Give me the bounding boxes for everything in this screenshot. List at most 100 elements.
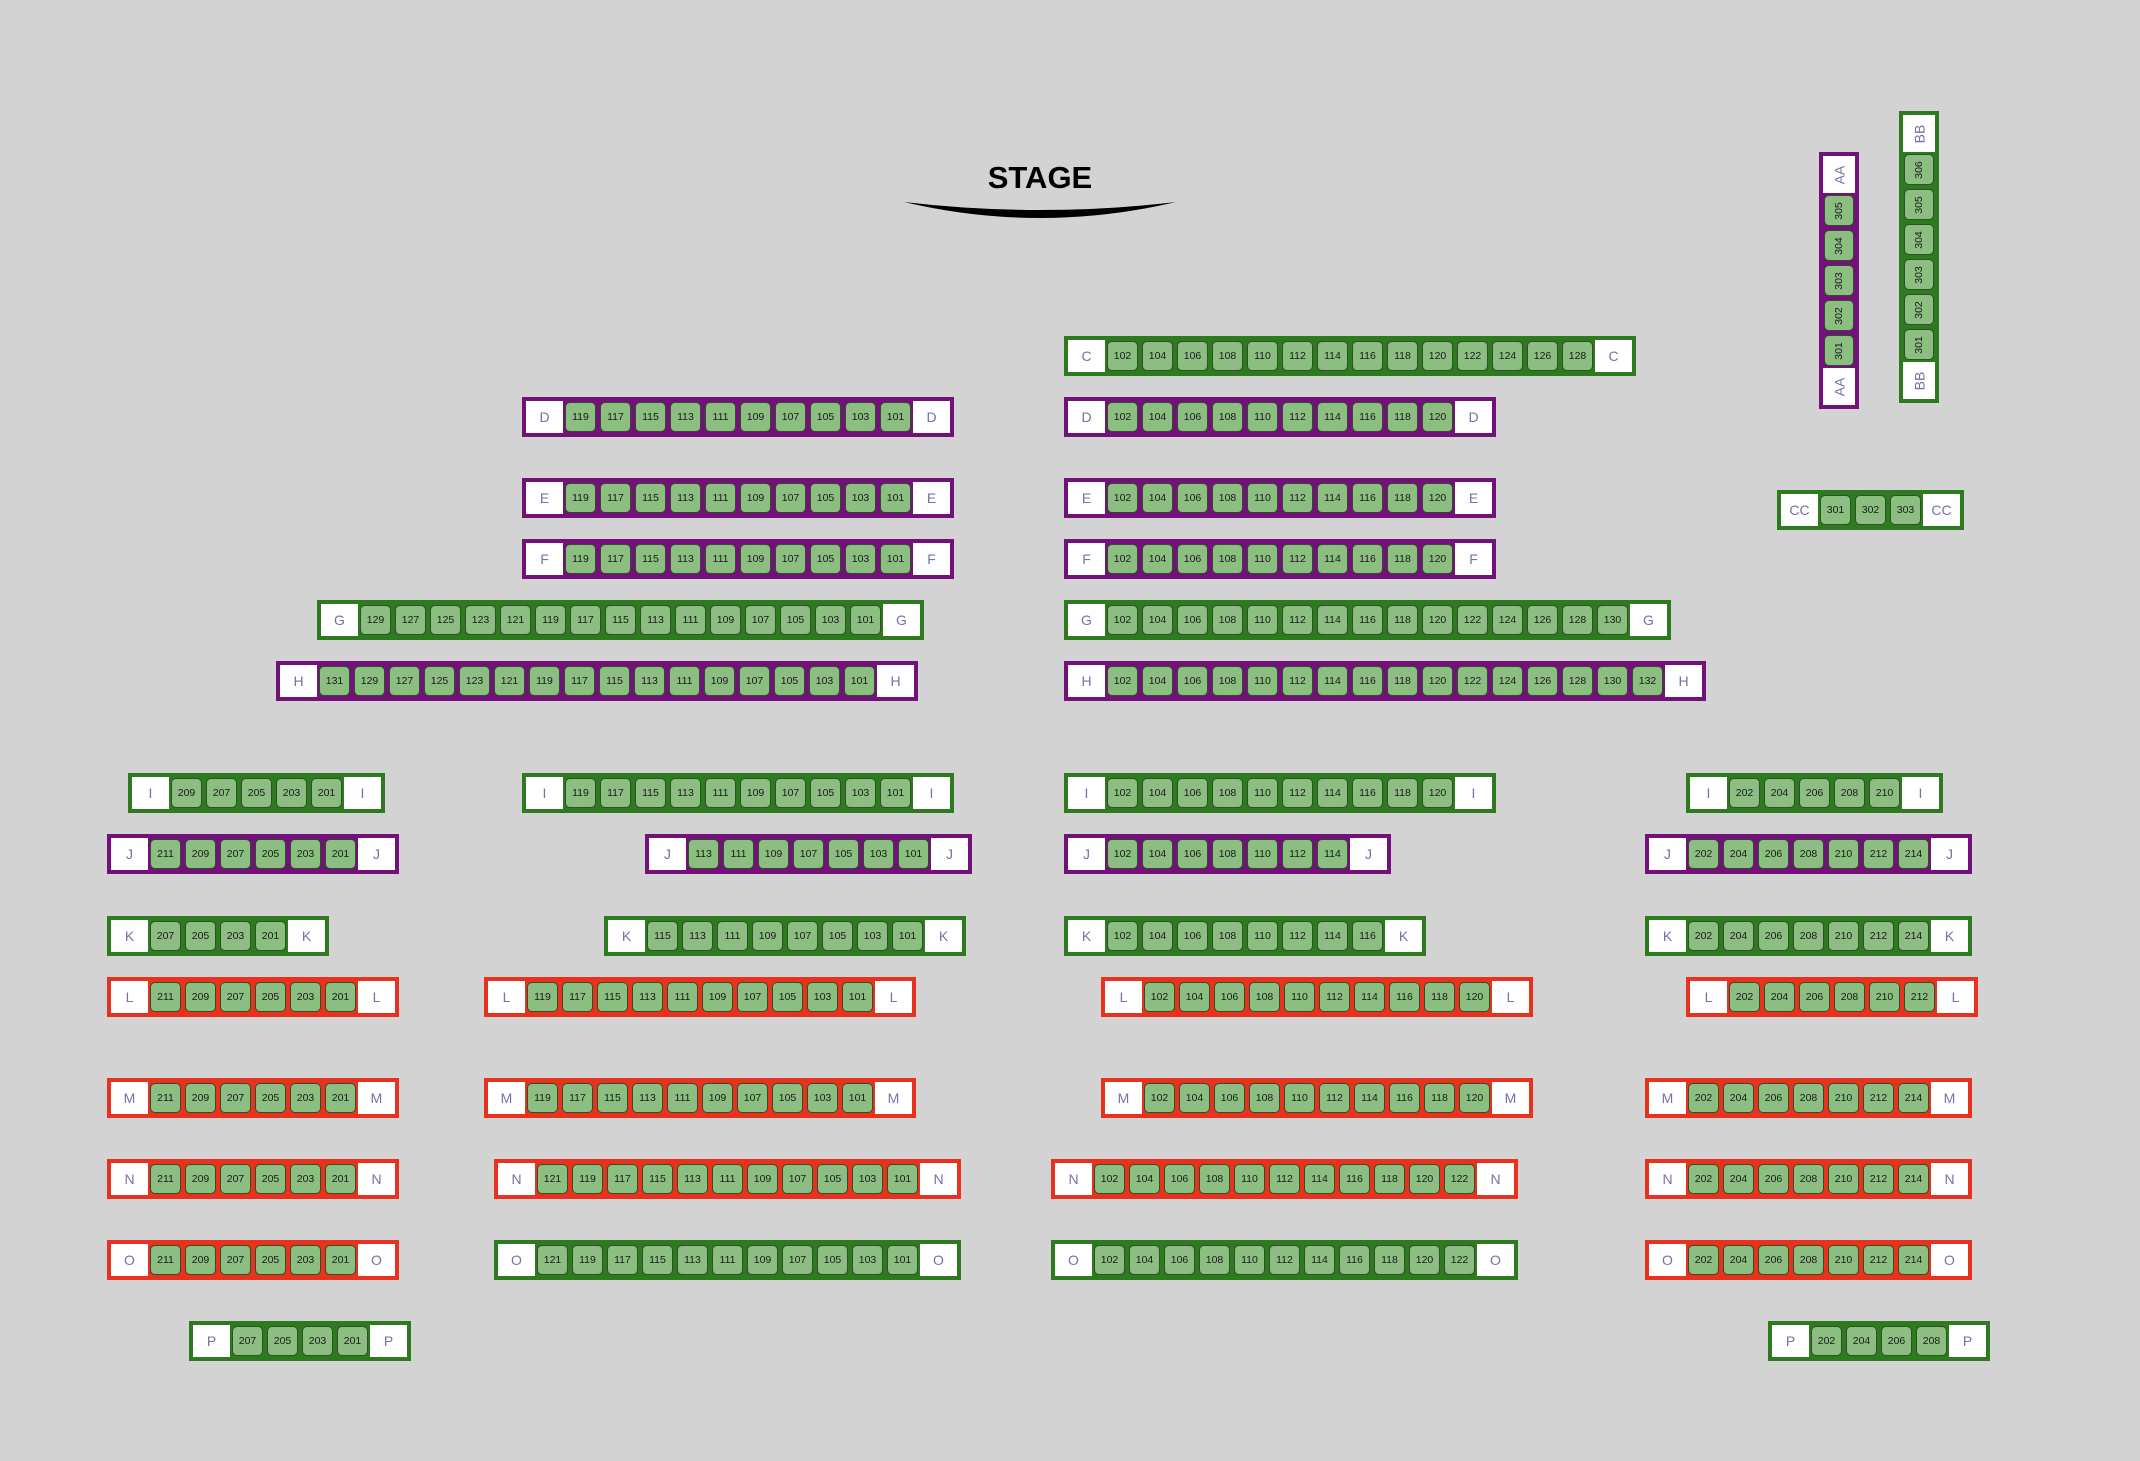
seat[interactable]: 117	[600, 483, 631, 513]
seat[interactable]: 119	[527, 982, 558, 1012]
seat[interactable]: 102	[1107, 341, 1138, 371]
seat[interactable]: 116	[1352, 921, 1383, 951]
seat[interactable]: 128	[1562, 605, 1593, 635]
seat[interactable]: 116	[1339, 1164, 1370, 1194]
seat[interactable]: 115	[605, 605, 636, 635]
seat[interactable]: 107	[793, 839, 824, 869]
seat[interactable]: 209	[185, 982, 216, 1012]
seat[interactable]: 120	[1422, 605, 1453, 635]
row-label[interactable]: J	[1350, 838, 1387, 870]
seat[interactable]: 113	[682, 921, 713, 951]
seat[interactable]: 209	[185, 1245, 216, 1275]
seat[interactable]: 120	[1422, 544, 1453, 574]
seat[interactable]: 120	[1459, 982, 1490, 1012]
seat[interactable]: 206	[1799, 778, 1830, 808]
seat[interactable]: 111	[705, 778, 736, 808]
row-label[interactable]: J	[358, 838, 395, 870]
seat[interactable]: 207	[220, 1164, 251, 1194]
seat[interactable]: 106	[1214, 982, 1245, 1012]
row-label[interactable]: I	[913, 777, 950, 809]
seat[interactable]: 113	[670, 402, 701, 432]
seat[interactable]: 204	[1846, 1326, 1877, 1356]
seat[interactable]: 119	[565, 778, 596, 808]
seat[interactable]: 302	[1855, 495, 1886, 525]
seat[interactable]: 119	[527, 1083, 558, 1113]
row-label[interactable]: E	[913, 482, 950, 514]
seat[interactable]: 208	[1793, 839, 1824, 869]
seat[interactable]: 207	[206, 778, 237, 808]
seat[interactable]: 206	[1758, 1245, 1789, 1275]
row-label[interactable]: O	[1649, 1244, 1686, 1276]
seat[interactable]: 113	[688, 839, 719, 869]
seat[interactable]: 112	[1282, 666, 1313, 696]
seat[interactable]: 112	[1282, 605, 1313, 635]
seat[interactable]: 117	[562, 1083, 593, 1113]
seat[interactable]: 212	[1863, 1245, 1894, 1275]
seat[interactable]: 205	[267, 1326, 298, 1356]
seat[interactable]: 120	[1422, 341, 1453, 371]
seat[interactable]: 201	[325, 1083, 356, 1113]
seat[interactable]: 110	[1247, 544, 1278, 574]
seat[interactable]: 211	[150, 982, 181, 1012]
seat[interactable]: 114	[1317, 666, 1348, 696]
seat[interactable]: 214	[1898, 839, 1929, 869]
seat[interactable]: 108	[1212, 402, 1243, 432]
seat[interactable]: 204	[1723, 921, 1754, 951]
seat[interactable]: 209	[185, 1083, 216, 1113]
seat[interactable]: 214	[1898, 1083, 1929, 1113]
seat[interactable]: 202	[1688, 839, 1719, 869]
seat[interactable]: 214	[1898, 921, 1929, 951]
seat[interactable]: 116	[1352, 778, 1383, 808]
seat[interactable]: 111	[675, 605, 706, 635]
seat[interactable]: 115	[635, 483, 666, 513]
row-label[interactable]: L	[488, 981, 525, 1013]
seat[interactable]: 104	[1142, 544, 1173, 574]
seat[interactable]: 207	[220, 839, 251, 869]
seat[interactable]: 109	[710, 605, 741, 635]
seat[interactable]: 205	[185, 921, 216, 951]
row-label[interactable]: G	[321, 604, 358, 636]
seat[interactable]: 212	[1863, 1164, 1894, 1194]
seat[interactable]: 129	[354, 666, 385, 696]
seat[interactable]: 113	[640, 605, 671, 635]
seat[interactable]: 131	[319, 666, 350, 696]
seat[interactable]: 203	[220, 921, 251, 951]
seat[interactable]: 110	[1247, 921, 1278, 951]
seat[interactable]: 201	[325, 1164, 356, 1194]
seat[interactable]: 103	[845, 483, 876, 513]
seat[interactable]: 102	[1094, 1164, 1125, 1194]
seat[interactable]: 122	[1457, 341, 1488, 371]
row-label[interactable]: M	[875, 1082, 912, 1114]
seat[interactable]: 126	[1527, 666, 1558, 696]
seat[interactable]: 114	[1304, 1164, 1335, 1194]
seat[interactable]: 115	[599, 666, 630, 696]
seat[interactable]: 130	[1597, 666, 1628, 696]
seat[interactable]: 110	[1234, 1245, 1265, 1275]
row-label[interactable]: O	[1477, 1244, 1514, 1276]
seat[interactable]: 113	[677, 1245, 708, 1275]
seat[interactable]: 304	[1824, 230, 1854, 261]
seat[interactable]: 120	[1422, 666, 1453, 696]
seat[interactable]: 105	[774, 666, 805, 696]
seat[interactable]: 107	[775, 544, 806, 574]
seat[interactable]: 208	[1793, 921, 1824, 951]
seat[interactable]: 106	[1177, 921, 1208, 951]
seat[interactable]: 110	[1247, 483, 1278, 513]
seat[interactable]: 102	[1107, 778, 1138, 808]
seat[interactable]: 122	[1444, 1164, 1475, 1194]
seat[interactable]: 119	[529, 666, 560, 696]
row-label[interactable]: O	[111, 1244, 148, 1276]
row-label[interactable]: C	[1595, 340, 1632, 372]
row-label[interactable]: K	[1931, 920, 1968, 952]
row-label[interactable]: N	[1055, 1163, 1092, 1195]
seat[interactable]: 115	[635, 402, 666, 432]
seat[interactable]: 104	[1129, 1164, 1160, 1194]
row-label[interactable]: K	[111, 920, 148, 952]
seat[interactable]: 116	[1389, 982, 1420, 1012]
seat[interactable]: 118	[1424, 1083, 1455, 1113]
seat[interactable]: 106	[1177, 666, 1208, 696]
seat[interactable]: 103	[845, 544, 876, 574]
row-label[interactable]: M	[1105, 1082, 1142, 1114]
seat[interactable]: 207	[220, 982, 251, 1012]
seat[interactable]: 207	[220, 1083, 251, 1113]
